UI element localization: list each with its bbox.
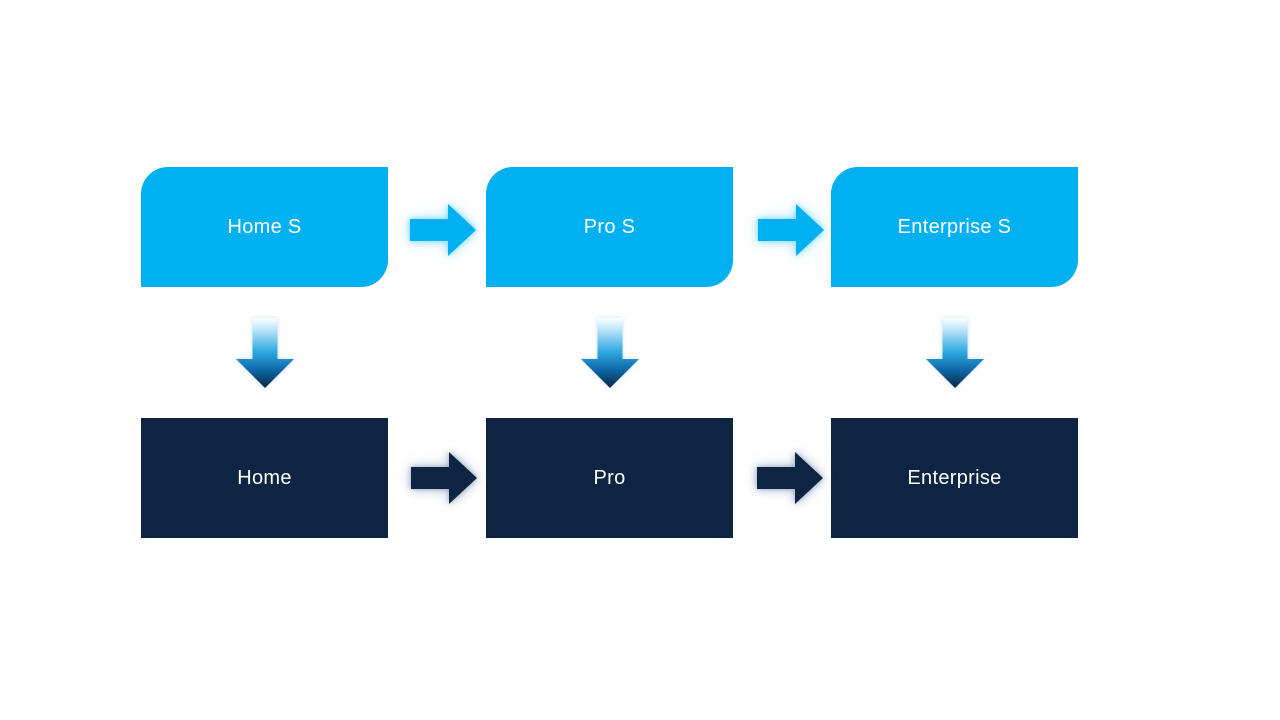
down-arrow-icon — [581, 318, 639, 388]
down-arrow-shape — [926, 318, 984, 388]
down-arrow-icon — [236, 318, 294, 388]
box-enterprise-label: Enterprise — [907, 466, 1002, 489]
box-pro-s: Pro S — [486, 167, 733, 287]
box-pro: Pro — [486, 418, 733, 538]
right-arrow-shape — [758, 204, 824, 256]
right-arrow-icon — [410, 204, 476, 256]
box-enterprise-s: Enterprise S — [831, 167, 1078, 287]
box-pro-label: Pro — [593, 466, 626, 489]
box-enterprise: Enterprise — [831, 418, 1078, 538]
box-home-s: Home S — [141, 167, 388, 287]
right-arrow-icon — [411, 452, 477, 504]
right-arrow-icon — [758, 204, 824, 256]
right-arrow-shape — [410, 204, 476, 256]
box-pro-s-label: Pro S — [583, 215, 636, 238]
right-arrow-shape — [757, 452, 823, 504]
down-arrow-shape — [236, 318, 294, 388]
box-home-s-label: Home S — [227, 215, 302, 238]
down-arrow-shape — [581, 318, 639, 388]
box-home: Home — [141, 418, 388, 538]
right-arrow-shape — [411, 452, 477, 504]
box-home-label: Home — [237, 466, 292, 489]
box-enterprise-s-label: Enterprise S — [897, 215, 1012, 238]
down-arrow-icon — [926, 318, 984, 388]
right-arrow-icon — [757, 452, 823, 504]
